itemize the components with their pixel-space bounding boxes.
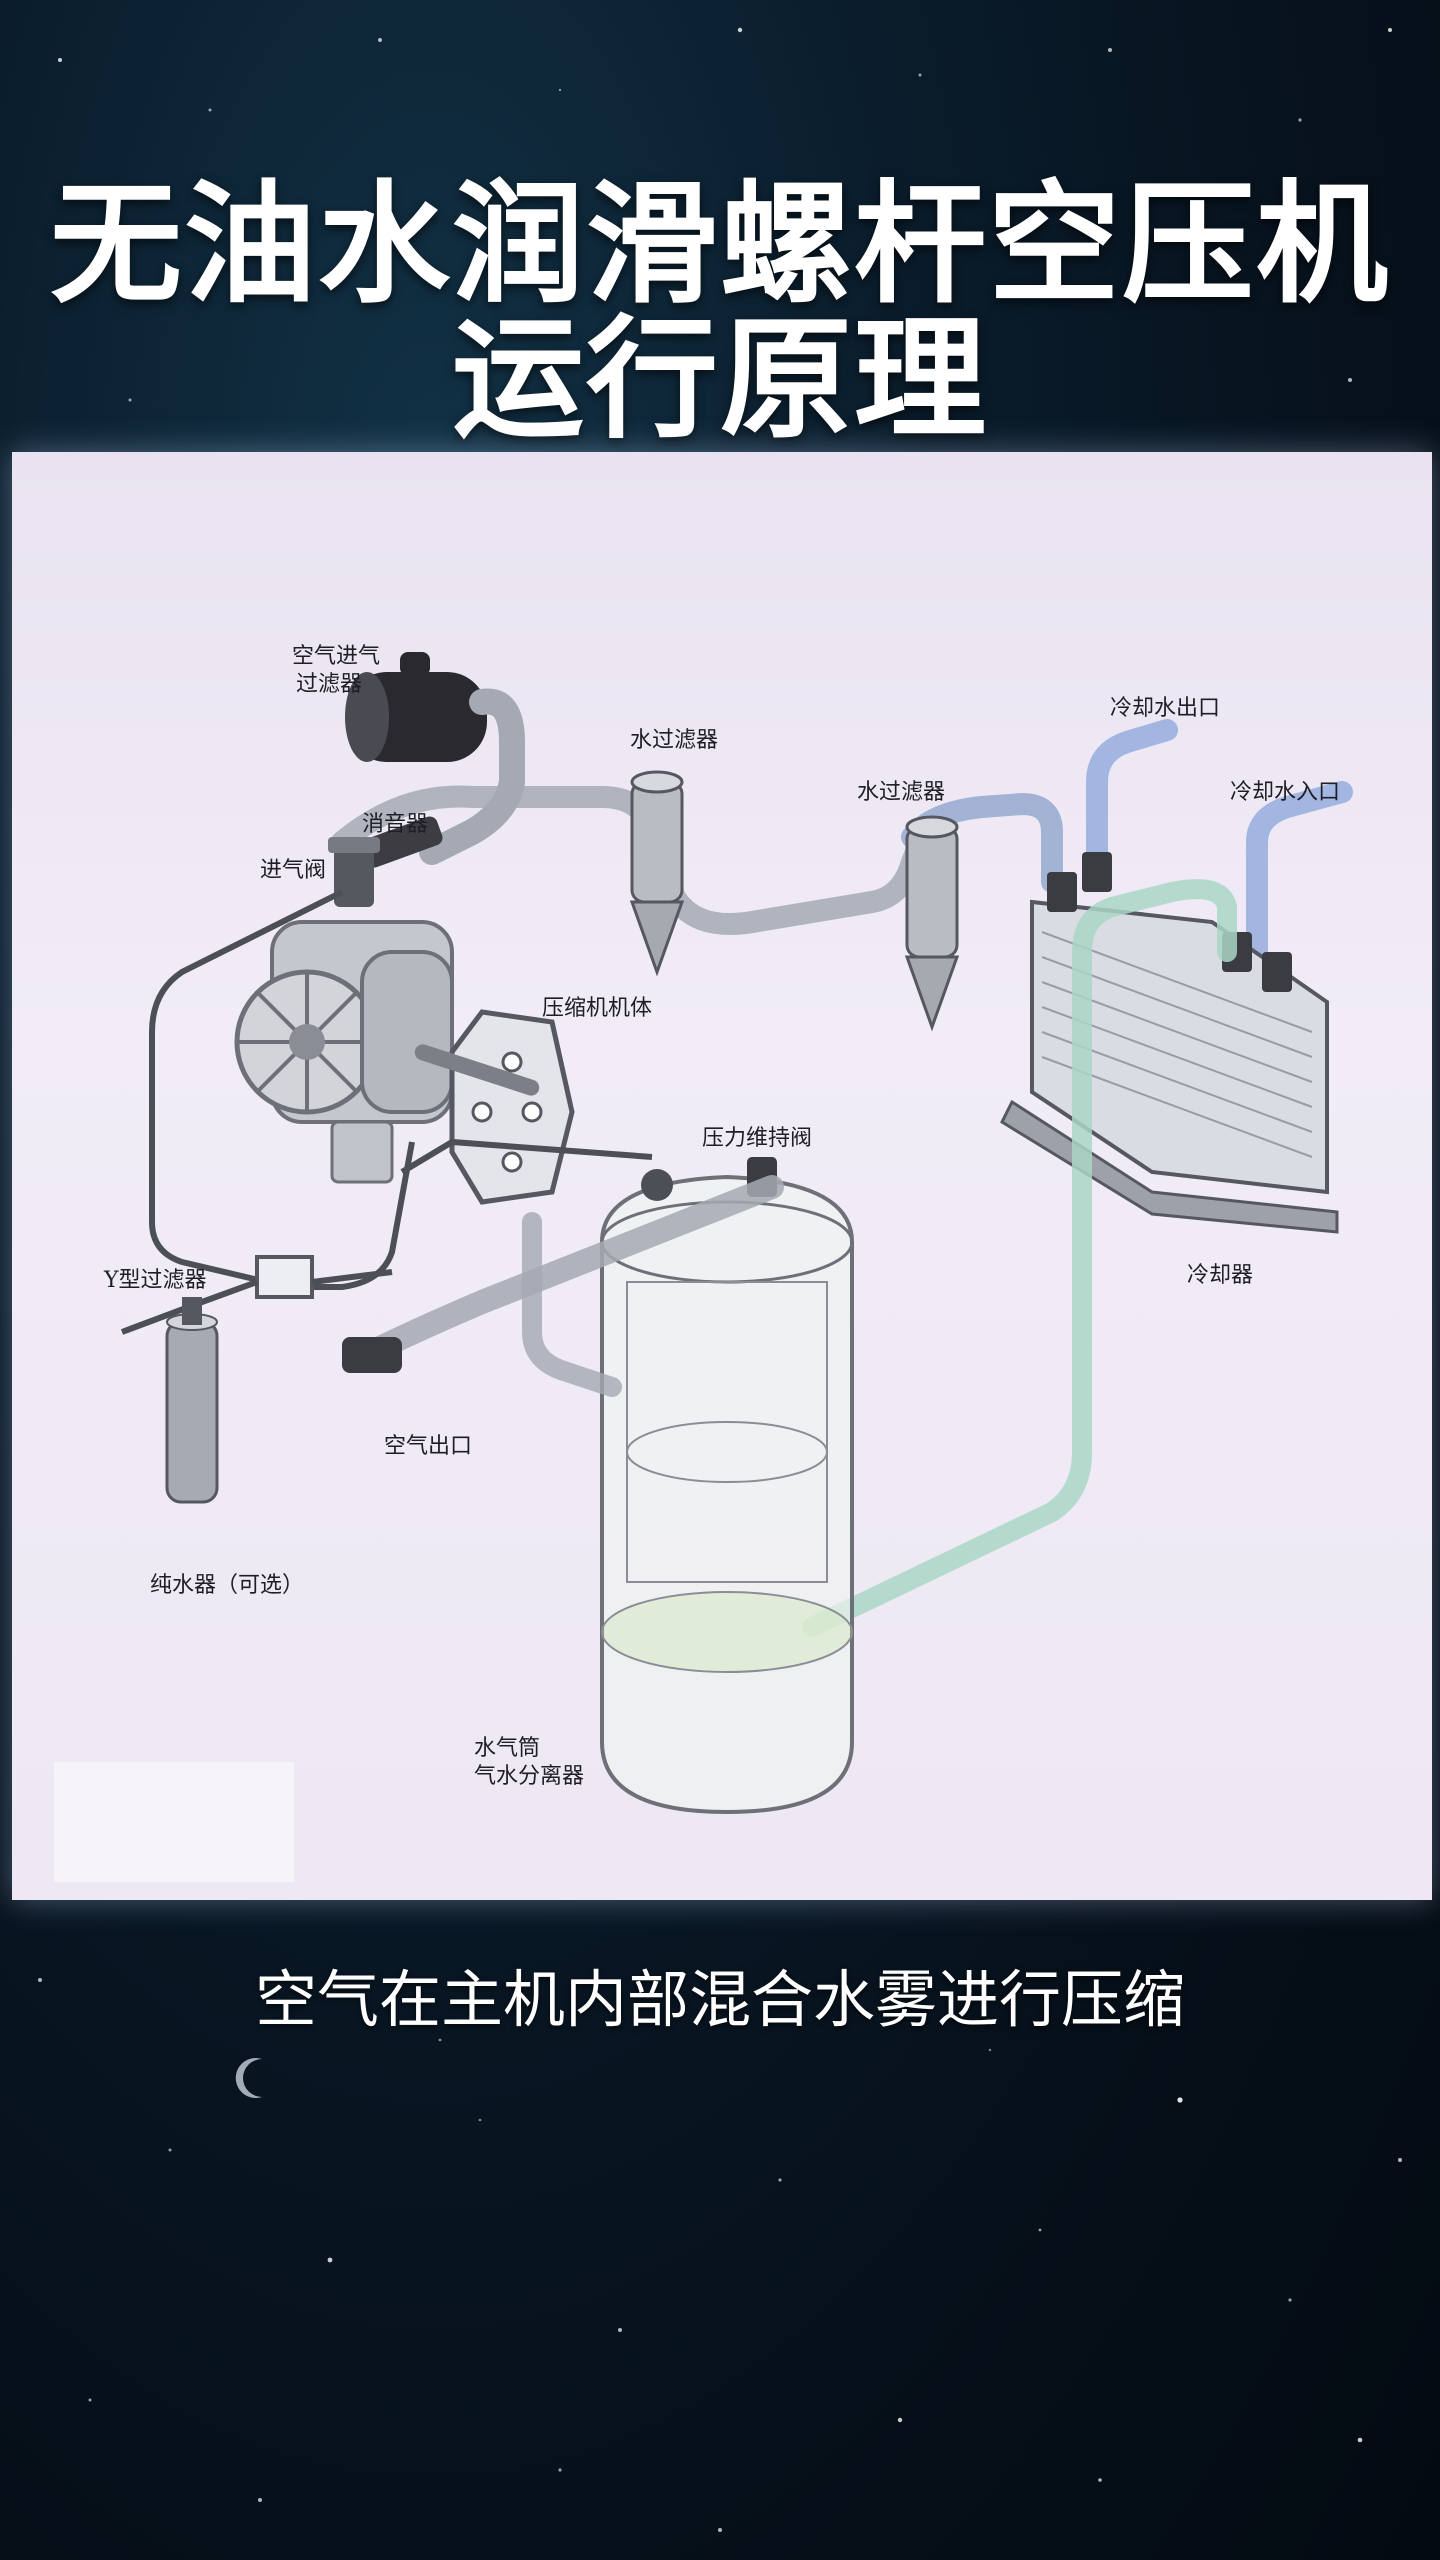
water-filter-left <box>629 770 685 977</box>
label-cooling-water-inlet: 冷却水入口 <box>1230 780 1341 805</box>
label-tank-1: 水气筒 <box>474 1736 541 1761</box>
subtitle-caption: 空气在主机内部混合水雾进行压缩 <box>254 1963 1185 2036</box>
diagram-panel: 空气进气 过滤器 消音器 进气阀 水过滤器 水过滤器 冷却水出口 冷却水入口 压… <box>12 452 1432 1900</box>
label-water-filter-left: 水过滤器 <box>630 728 719 753</box>
label-cooler: 冷却器 <box>1187 1263 1254 1288</box>
cooling-water-outlet-pipe <box>1086 719 1178 883</box>
label-muffler: 消音器 <box>362 812 429 837</box>
blank-patch <box>54 1762 294 1882</box>
intake-valve <box>328 837 380 907</box>
label-y-filter: Y型过滤器 <box>104 1268 207 1293</box>
muffler <box>361 816 443 868</box>
y-filter <box>255 1255 314 1299</box>
label-tank-2: 气水分离器 <box>474 1764 585 1789</box>
label-cooling-water-outlet: 冷却水出口 <box>1110 696 1221 721</box>
label-pure-water-unit: 纯水器（可选） <box>150 1573 305 1598</box>
cooler <box>1000 852 1339 1234</box>
label-compressor-body: 压缩机机体 <box>542 996 653 1021</box>
crescent-moon-icon <box>235 2058 262 2098</box>
pure-water-unit <box>165 1297 219 1504</box>
feed-line-left <box>149 889 344 1285</box>
page-title-line-2: 运行原理 <box>452 303 988 457</box>
label-air-outlet: 空气出口 <box>384 1434 473 1459</box>
label-pressure-valve: 压力维持阀 <box>702 1126 813 1151</box>
page-title-line-1: 无油水润滑螺杆空压机 <box>50 168 1390 322</box>
gas-water-separator-tank <box>600 1157 854 1815</box>
label-intake-valve: 进气阀 <box>260 858 327 883</box>
water-return-pipe <box>802 879 1237 1637</box>
water-filter-right <box>904 815 960 1032</box>
label-air-intake-filter-1: 空气进气 <box>292 644 381 669</box>
air-outlet-valve <box>342 1337 402 1373</box>
air-intake-filter <box>345 652 525 865</box>
compressor-schematic <box>120 652 1353 1815</box>
cooling-water-inlet-pipe <box>1246 781 1353 963</box>
label-air-intake-filter-2: 过滤器 <box>296 672 363 697</box>
compressor-body <box>234 920 575 1205</box>
label-water-filter-right: 水过滤器 <box>857 780 946 805</box>
